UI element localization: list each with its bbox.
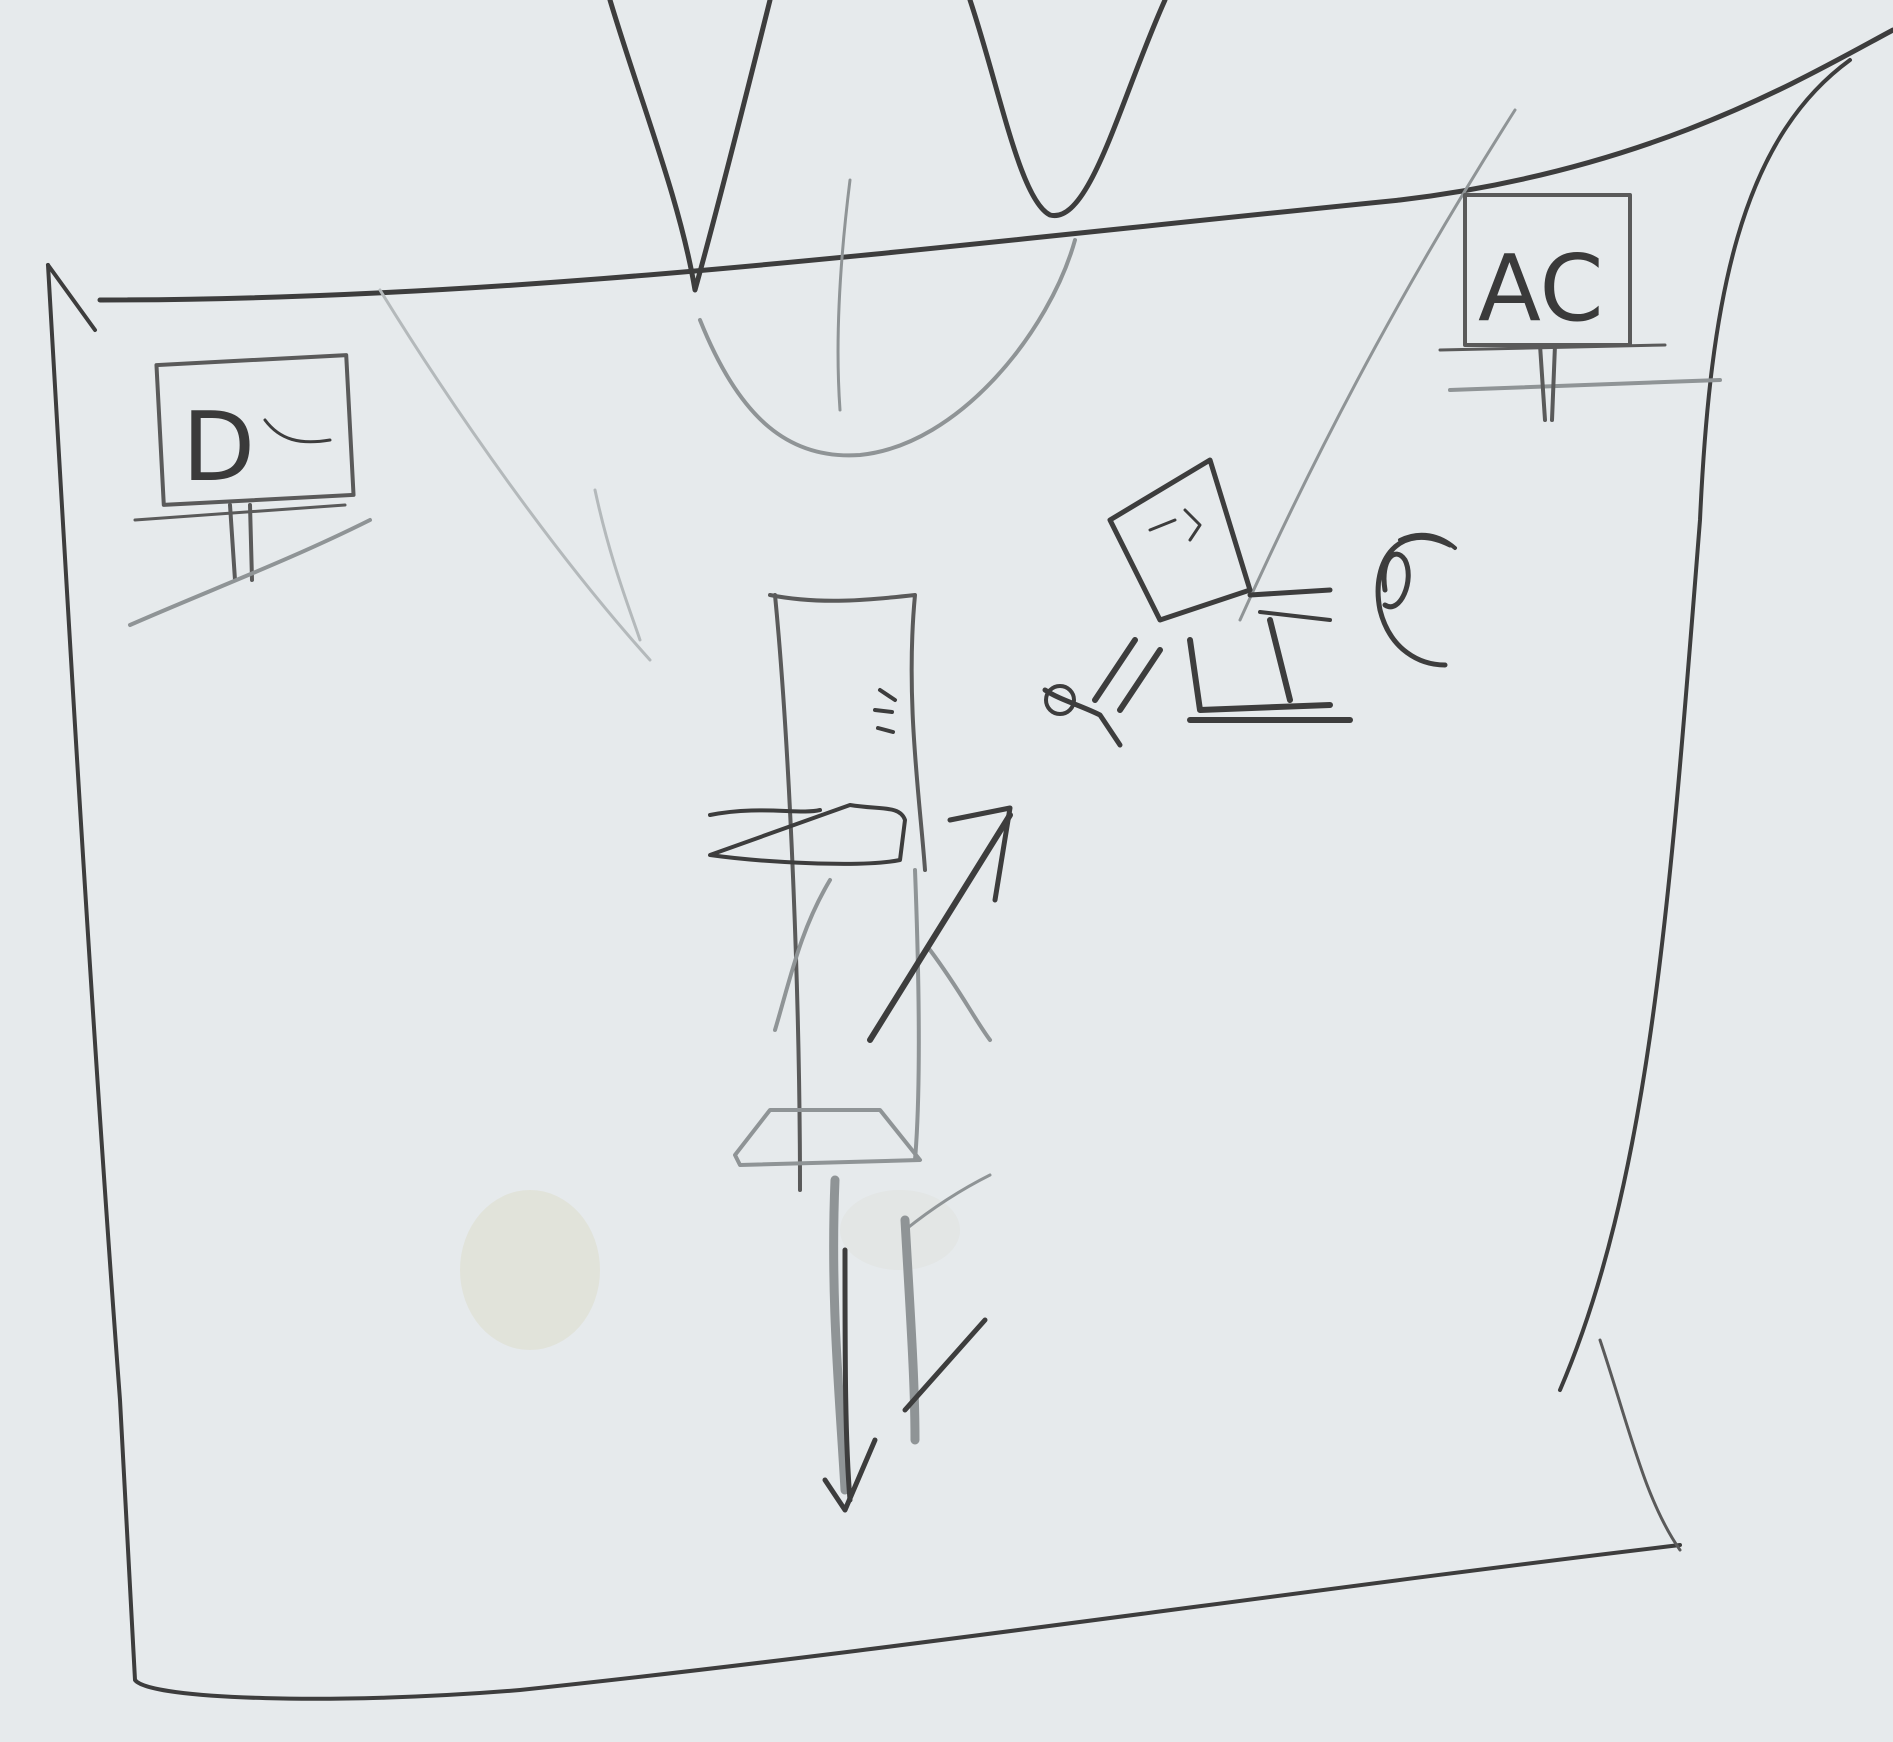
left-sign-label: D xyxy=(182,393,255,503)
right-sign-label: AC xyxy=(1478,235,1604,342)
